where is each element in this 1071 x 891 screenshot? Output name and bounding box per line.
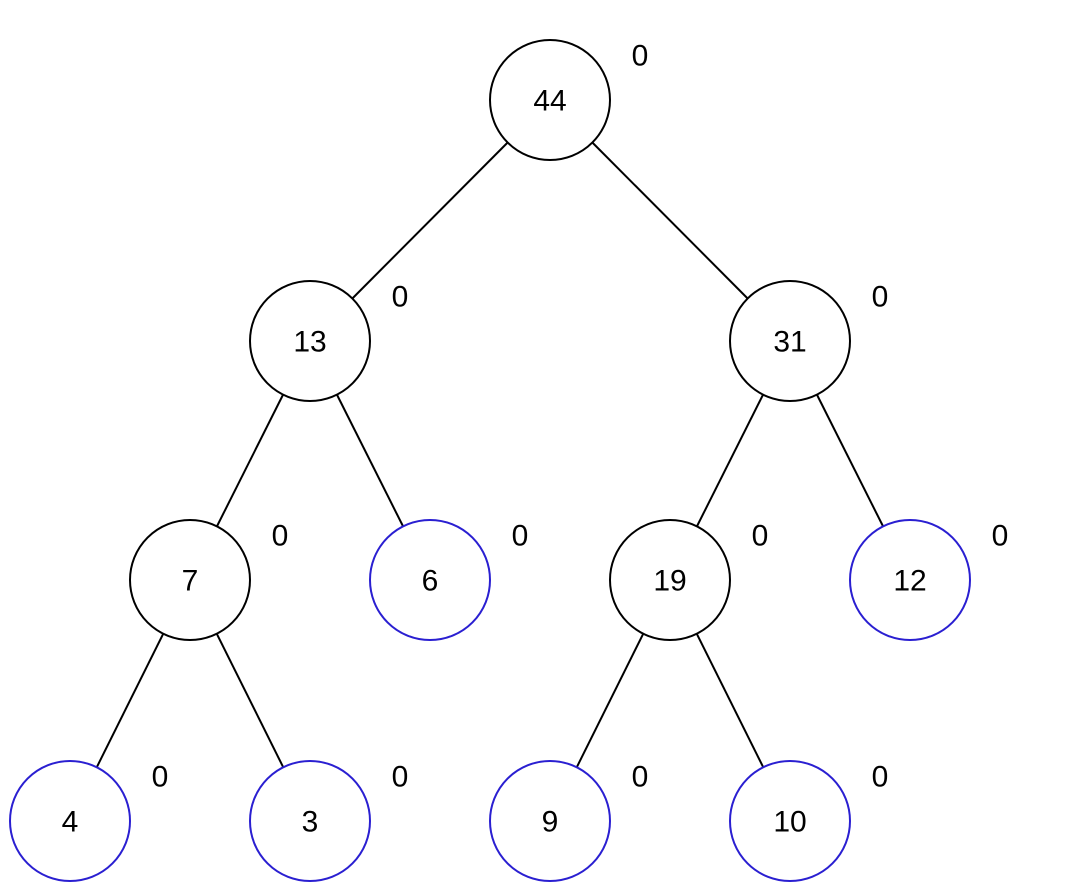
tree-node-31: 31 0 xyxy=(729,280,889,402)
tree-node-19: 19 0 xyxy=(609,519,769,641)
node-value-label: 6 xyxy=(422,565,439,598)
node-circle xyxy=(729,760,851,882)
edge-n19-n9 xyxy=(575,633,645,768)
node-value-label: 19 xyxy=(653,565,686,598)
node-annotation-label: 0 xyxy=(272,520,289,553)
node-circle xyxy=(249,760,371,882)
node-annotation-label: 0 xyxy=(632,40,649,73)
node-value-label: 3 xyxy=(302,806,319,839)
node-circle xyxy=(849,519,971,641)
tree-node-6: 60 xyxy=(369,519,529,641)
edge-n7-n3 xyxy=(215,633,285,768)
node-annotation-label: 0 xyxy=(872,281,889,314)
node-annotation-label: 0 xyxy=(752,520,769,553)
node-annotation-label: 0 xyxy=(392,281,409,314)
node-circle xyxy=(489,39,611,161)
node-value-label: 4 xyxy=(62,806,79,839)
node-value-label: 10 xyxy=(773,806,806,839)
edge-n7-n4 xyxy=(95,633,165,768)
node-value-label: 13 xyxy=(293,326,326,359)
node-annotation-label: 0 xyxy=(872,761,889,794)
edge-n31-n19 xyxy=(696,394,764,527)
tree-node-44: 44 0 xyxy=(489,39,649,161)
node-value-label: 31 xyxy=(773,326,806,359)
tree-node-9: 90 xyxy=(489,760,649,882)
edge-n31-n12 xyxy=(816,394,884,527)
node-circle xyxy=(249,280,371,402)
node-annotation-label: 0 xyxy=(152,761,169,794)
edge-n13-n7 xyxy=(216,394,284,527)
node-value-label: 9 xyxy=(542,806,559,839)
node-annotation-label: 0 xyxy=(632,761,649,794)
tree-node-12: 12 0 xyxy=(849,519,1009,641)
node-circle xyxy=(9,760,131,882)
node-circle xyxy=(609,519,731,641)
node-value-label: 7 xyxy=(182,565,199,598)
node-circle xyxy=(369,519,491,641)
tree-node-7: 70 xyxy=(129,519,289,641)
tree-node-3: 30 xyxy=(249,760,409,882)
node-circle xyxy=(129,519,251,641)
edges-layer xyxy=(95,141,884,768)
tree-node-4: 40 xyxy=(9,760,169,882)
node-annotation-label: 0 xyxy=(392,761,409,794)
node-annotation-label: 0 xyxy=(992,520,1009,553)
edge-n44-n13 xyxy=(351,141,509,300)
edge-n13-n6 xyxy=(336,394,404,527)
edge-n44-n31 xyxy=(591,141,749,300)
node-circle xyxy=(729,280,851,402)
node-circle xyxy=(489,760,611,882)
edge-n19-n10 xyxy=(695,633,765,768)
node-value-label: 44 xyxy=(533,85,566,118)
tree-node-10: 10 0 xyxy=(729,760,889,882)
tree-node-13: 13 0 xyxy=(249,280,409,402)
node-annotation-label: 0 xyxy=(512,520,529,553)
node-value-label: 12 xyxy=(893,565,926,598)
